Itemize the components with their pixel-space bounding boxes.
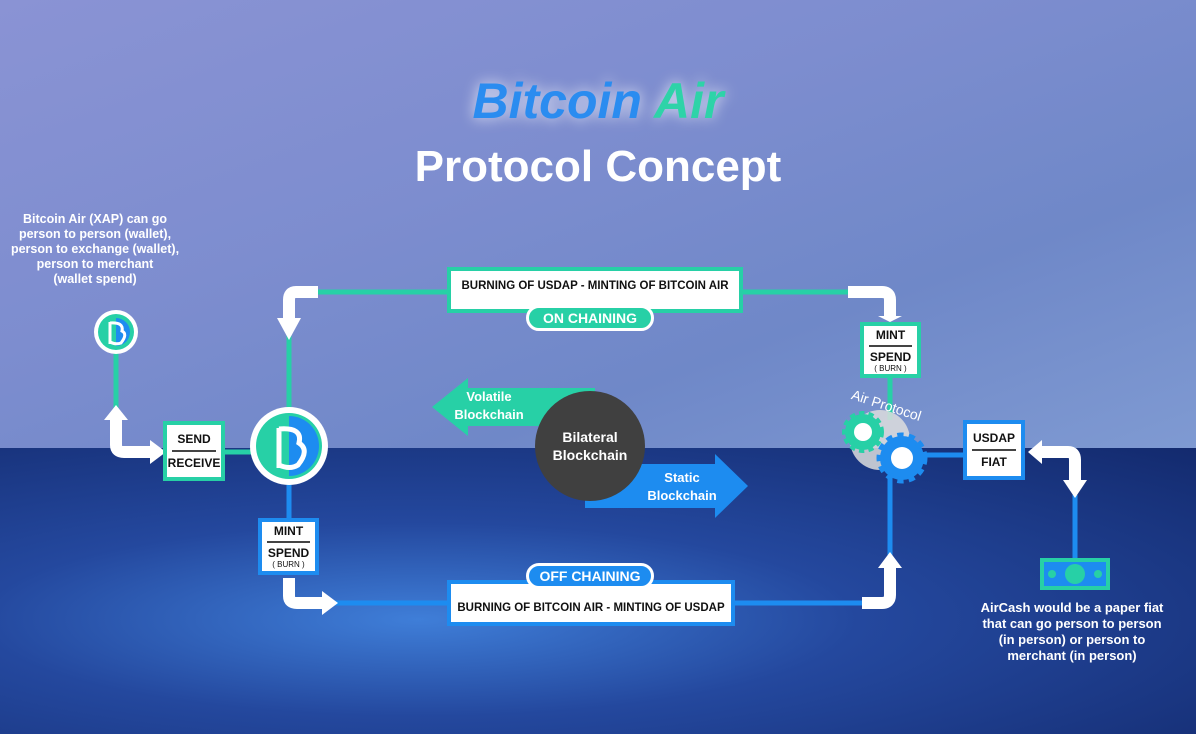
brand-title: Bitcoin Air: [0, 72, 1196, 130]
brand-word-air: Air: [654, 73, 724, 129]
top-flow-label: BURNING OF USDAP - MINTING OF BITCOIN AI…: [461, 280, 729, 292]
left-note: Bitcoin Air (XAP) can go person to perso…: [10, 212, 180, 286]
on-chaining-pill: ON CHAINING: [526, 305, 654, 331]
aircash-bill-icon: [1040, 558, 1110, 590]
gears-icon: [842, 410, 928, 484]
bitcoin-air-coin-icon: [250, 407, 328, 485]
small-coin-icon: [94, 310, 138, 354]
bilateral-circle: [535, 391, 645, 501]
page-title: Protocol Concept: [414, 142, 782, 191]
mountain-sky-background: [0, 0, 1196, 448]
off-chaining-pill: OFF CHAINING: [526, 563, 654, 589]
aircash-note: AirCash would be a paper fiat that can g…: [980, 600, 1164, 663]
brand-word-bitcoin: Bitcoin: [472, 73, 642, 129]
bottom-flow-label: BURNING OF BITCOIN AIR - MINTING OF USDA…: [457, 602, 725, 614]
